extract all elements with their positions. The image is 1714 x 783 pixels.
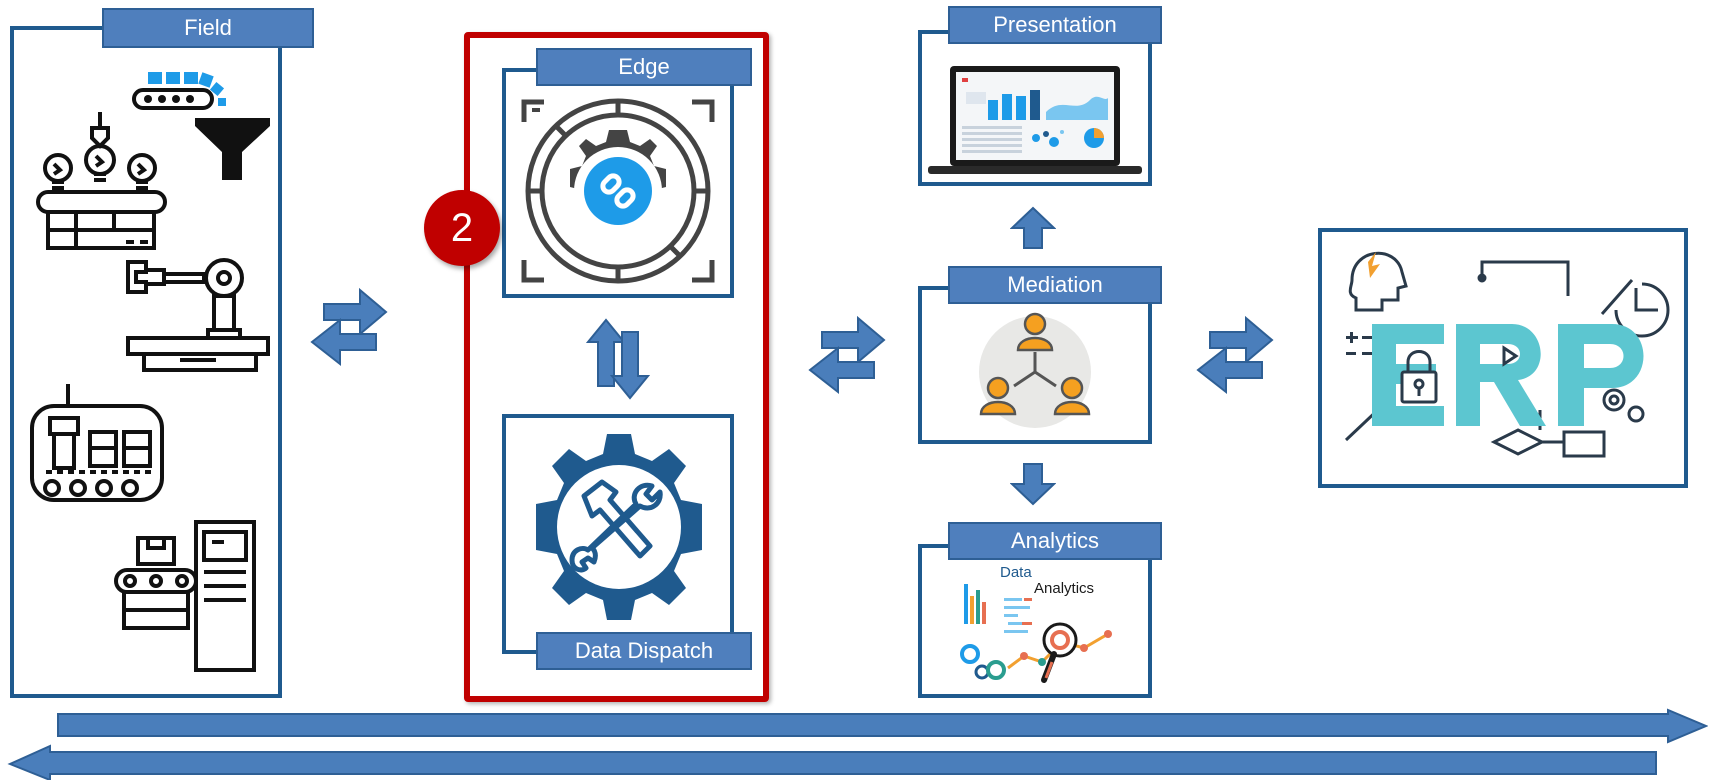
- analytics-panel: [918, 544, 1152, 698]
- exchange-arrows-mediation-erp: [1196, 315, 1274, 395]
- edge-highlight-frame: [464, 32, 769, 702]
- analytics-image-word-data: Data: [1000, 564, 1032, 581]
- packaging-station-icon: [114, 520, 256, 672]
- arrow-down-to-analytics: [1010, 463, 1056, 506]
- network-people-icon: [979, 312, 1091, 428]
- data-dispatch-title: Data Dispatch: [536, 632, 752, 670]
- tools-gear-icon: [536, 434, 702, 620]
- field-title: Field: [102, 8, 314, 48]
- arrow-up-to-presentation: [1010, 206, 1056, 249]
- analytics-image-word-analytics: Analytics: [1034, 580, 1095, 597]
- edge-dispatch-arrows: [586, 318, 651, 400]
- bottom-bus-arrows: [7, 708, 1708, 780]
- exchange-arrows-field-edge: [310, 287, 388, 367]
- data-analytics-illustration: [960, 584, 1112, 683]
- edge-link-gear-icon: [521, 98, 715, 284]
- edge-title: Edge: [536, 48, 752, 86]
- robot-arm-icon: [126, 258, 270, 372]
- analytics-title: Analytics: [948, 522, 1162, 560]
- exchange-arrows-edge-mediation: [808, 315, 886, 395]
- mediation-title: Mediation: [948, 266, 1162, 304]
- bulb-assembly-icon: [36, 112, 167, 250]
- conveyor-funnel-icon: [132, 72, 270, 180]
- step-badge-number: 2: [450, 206, 474, 250]
- presentation-title: Presentation: [948, 6, 1162, 44]
- machine-conveyor-icon: [30, 384, 164, 502]
- laptop-dashboard-icon: [928, 66, 1142, 174]
- step-badge: [424, 190, 500, 266]
- erp-illustration: [1344, 251, 1670, 458]
